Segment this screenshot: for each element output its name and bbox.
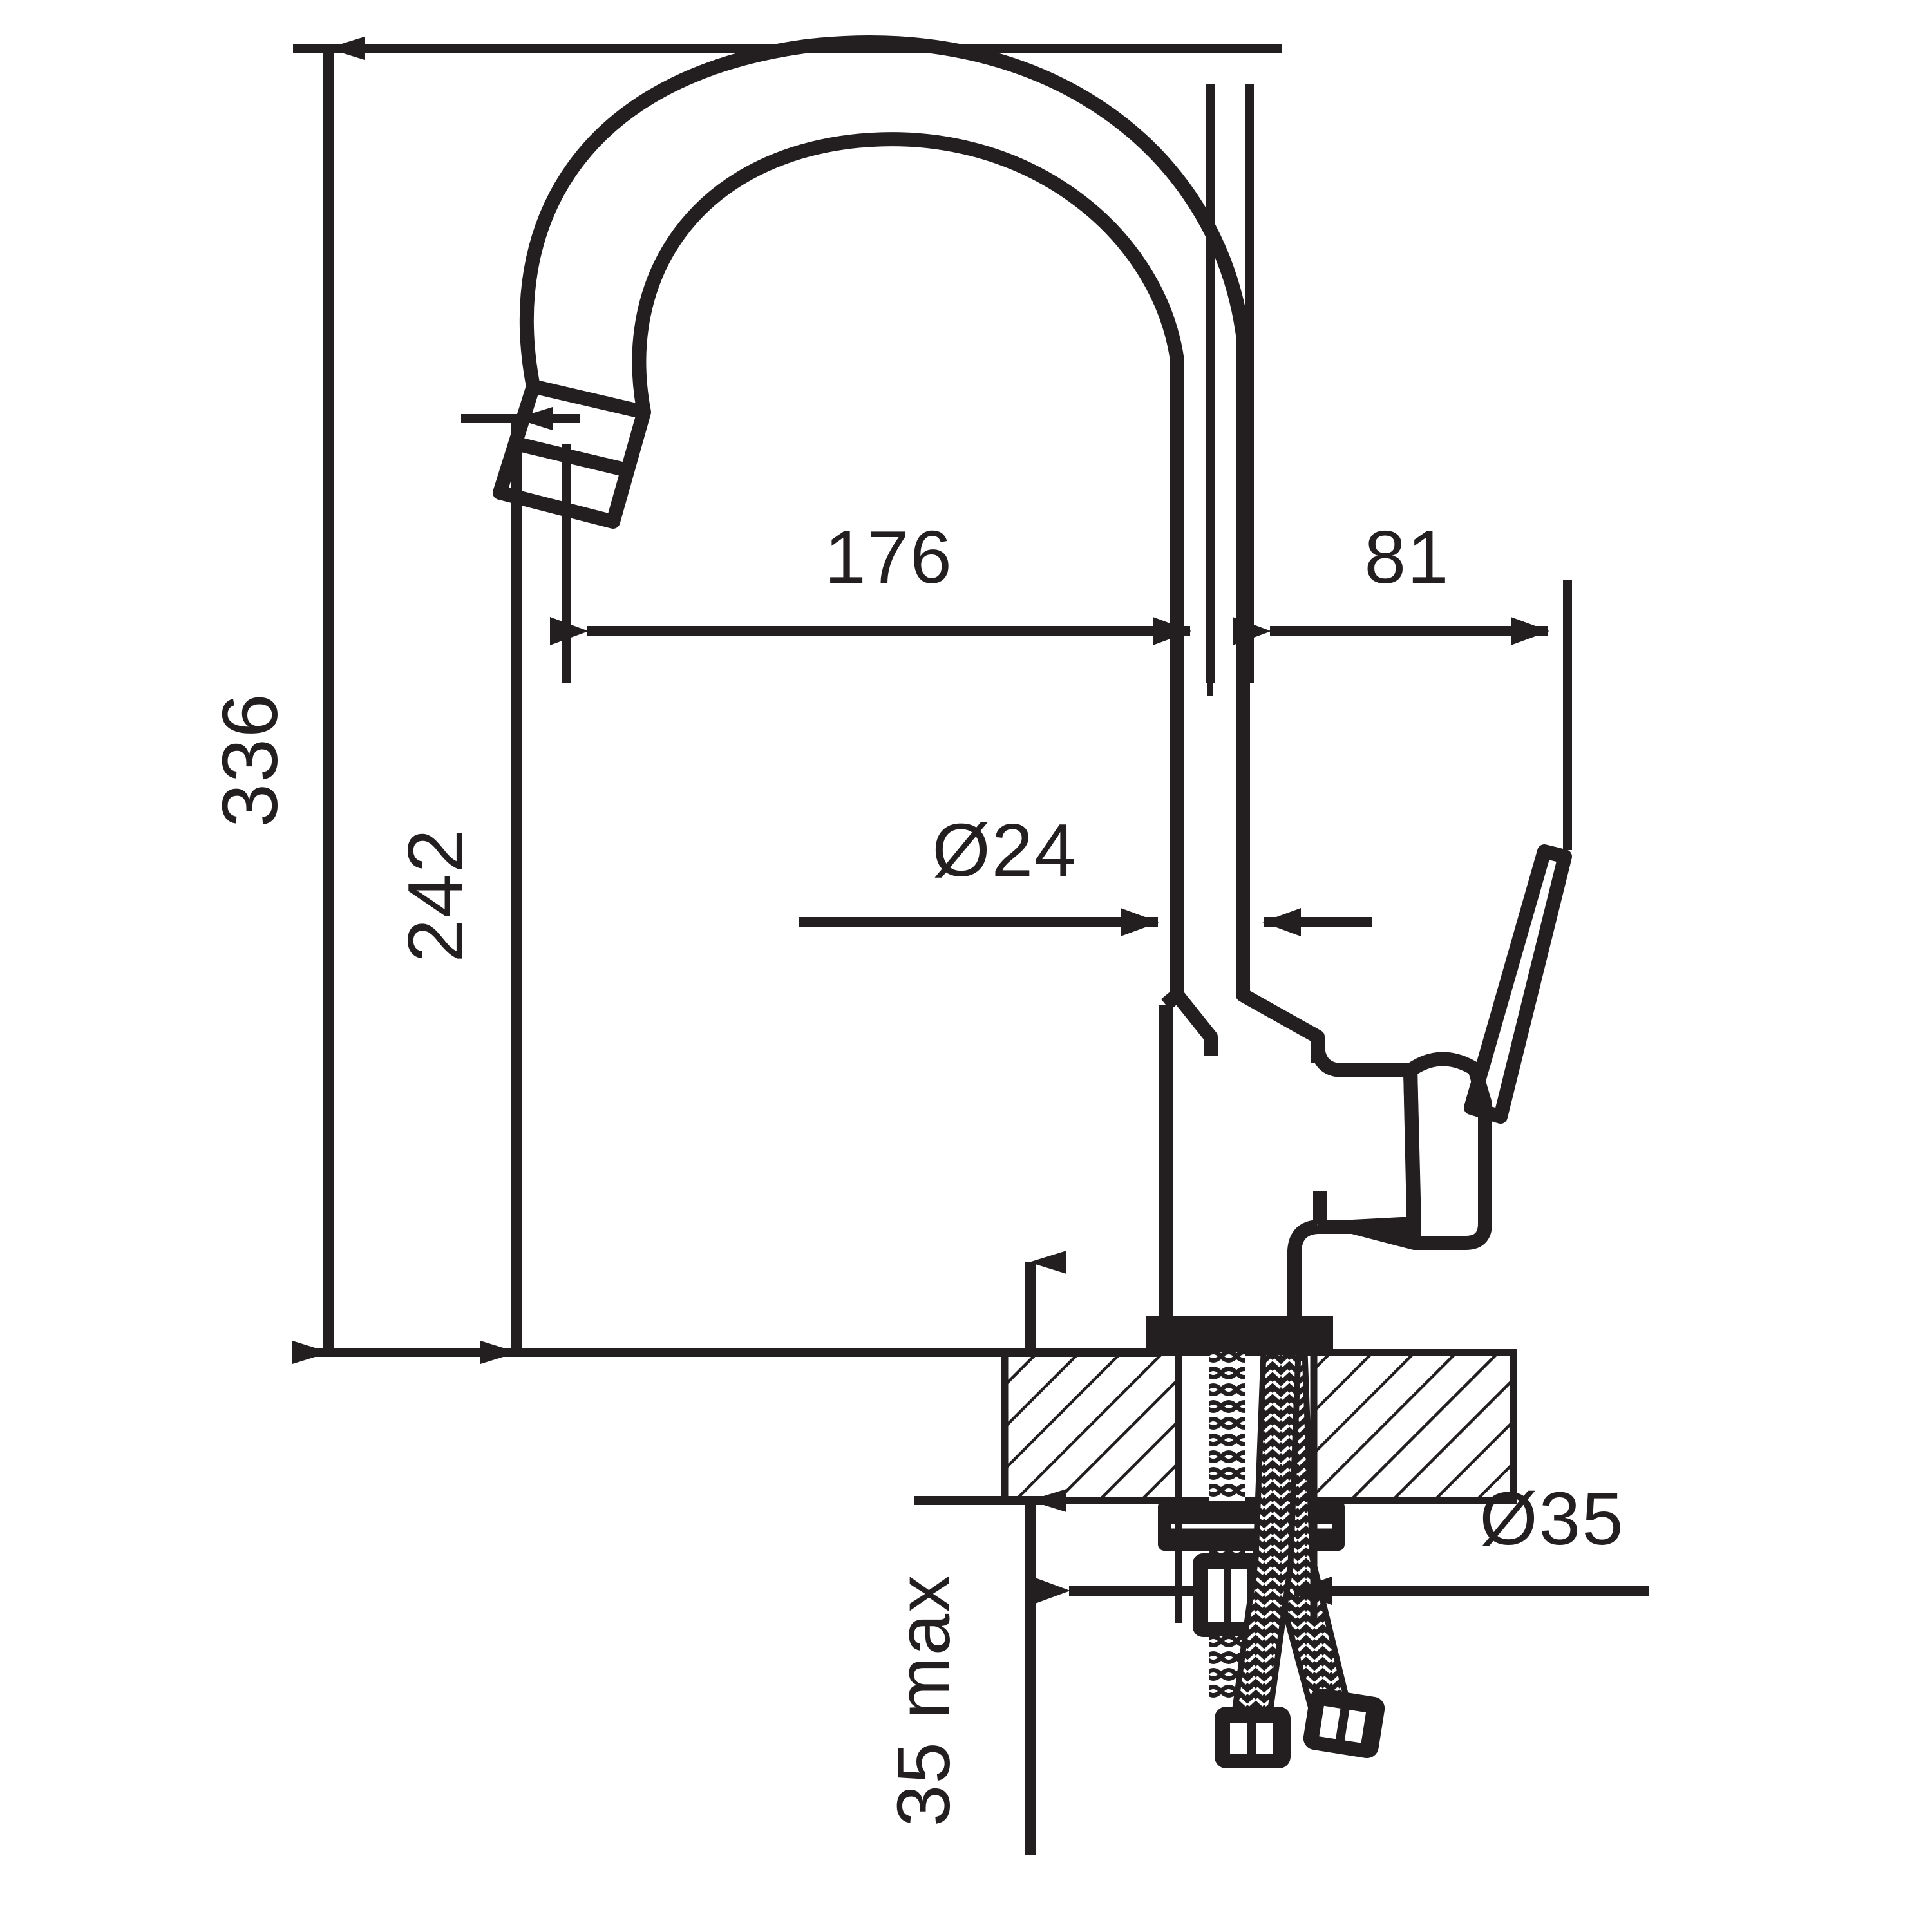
dimension-label-176: 176	[824, 515, 953, 599]
dimension-worktop-thickness: 35 max	[882, 1251, 1066, 1855]
dimension-label-35dia: Ø35	[1479, 1477, 1624, 1560]
dimension-label-24: Ø24	[932, 808, 1077, 892]
handle-hub-shade	[1350, 1220, 1416, 1250]
mounting-hardware	[1158, 1349, 1385, 1768]
hose-nut-left	[1215, 1707, 1291, 1768]
dimension-label-242: 242	[392, 828, 479, 963]
dimension-label-336: 336	[206, 692, 294, 828]
dimension-column-diameter: Ø24	[799, 808, 1372, 936]
dimension-spout-outlet-height: 242	[392, 407, 580, 1364]
dimension-label-81: 81	[1364, 515, 1450, 599]
fixing-nut	[1193, 1553, 1262, 1637]
spout-arc-inner	[632, 132, 1184, 895]
lever-handle	[1350, 844, 1572, 1250]
dimension-label-35max: 35 max	[882, 1574, 965, 1826]
base-flange	[1146, 1323, 1333, 1352]
hose-nut-right	[1303, 1688, 1385, 1759]
dimension-handle-reach: 81	[1207, 84, 1572, 850]
riser-column	[1170, 895, 1218, 1056]
lever-arm	[1464, 844, 1572, 1124]
handle-hub	[1403, 1052, 1492, 1250]
body-lower-step	[1287, 1191, 1327, 1323]
dimension-mounting-hole: Ø35	[1032, 1477, 1649, 1623]
body-shoulder-left	[1160, 989, 1182, 1010]
dimension-spout-reach: 176	[550, 84, 1215, 683]
body-right-wall	[1311, 1037, 1410, 1077]
